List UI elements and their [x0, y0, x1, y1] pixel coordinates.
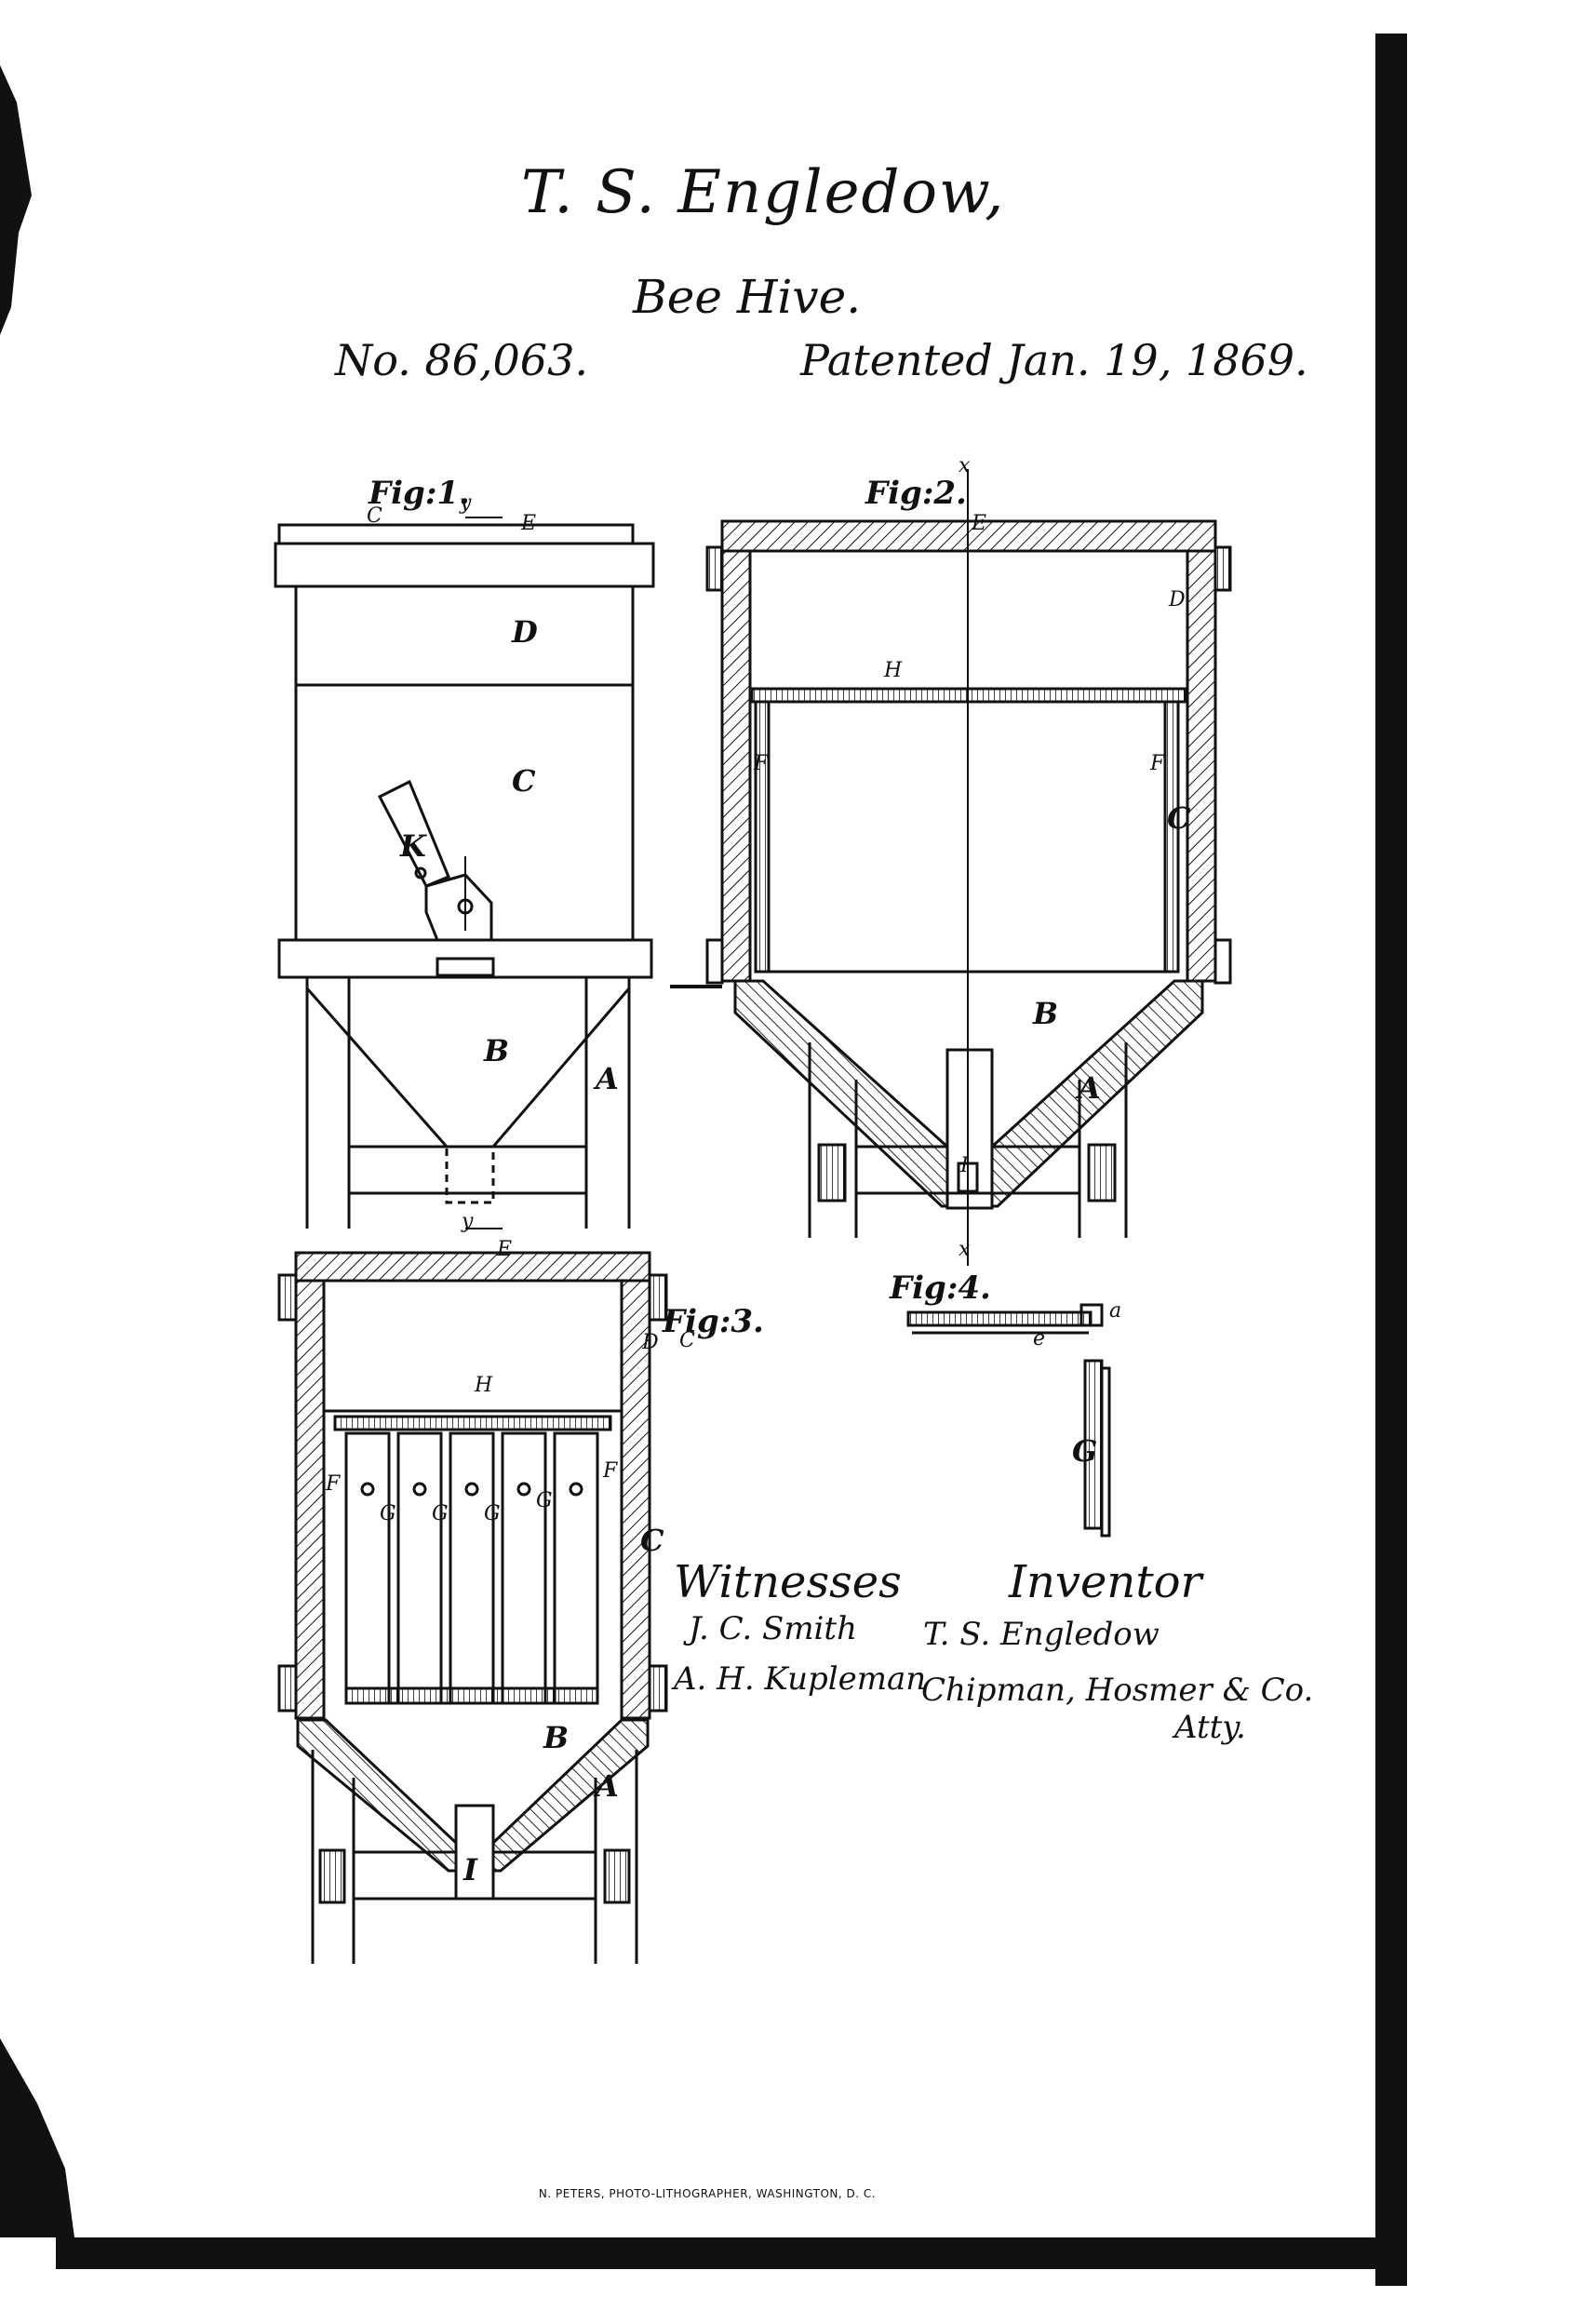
fig2-part-f-left: F	[754, 752, 769, 775]
fig4-part-a: a	[1109, 1299, 1122, 1323]
fig-3-label: Fig:3.	[663, 1303, 764, 1340]
fig2-section-mark-top: x	[959, 454, 971, 477]
fig2-part-h: H	[884, 659, 903, 682]
fig1-part-c-top: C	[367, 504, 382, 528]
fig-4-label: Fig:4.	[890, 1269, 991, 1307]
inventor-signature: T. S. Engledow	[923, 1616, 1160, 1653]
scan-artifact-left-bottom	[0, 2038, 74, 2237]
fig3-part-a: A	[596, 1768, 619, 1804]
fig3-part-i: I	[463, 1852, 477, 1887]
witness-signature-2: A. H. Kupleman	[674, 1660, 927, 1698]
fig1-part-c: C	[512, 763, 536, 799]
fig2-part-e: E	[972, 512, 987, 535]
fig1-section-mark-bottom: y	[462, 1210, 474, 1233]
figure-2-drawing	[670, 469, 1232, 1266]
fig4-part-g: G	[1072, 1433, 1098, 1469]
fig3-part-b: B	[543, 1720, 570, 1755]
fig2-section-mark-bottom: x	[959, 1238, 971, 1261]
attorneys-suffix: Atty.	[1174, 1709, 1246, 1746]
lithographer-credit: N. PETERS, PHOTO-LITHOGRAPHER, WASHINGTO…	[538, 2187, 877, 2200]
fig3-part-f-left: F	[326, 1472, 341, 1496]
fig2-part-c: C	[1167, 800, 1191, 836]
fig-2-label: Fig:2.	[865, 475, 967, 512]
fig2-part-b: B	[1033, 996, 1059, 1031]
fig-1-label: Fig:1.	[369, 475, 470, 512]
fig3-part-g-3: G	[484, 1502, 501, 1525]
scan-border-right	[1375, 34, 1407, 2286]
scan-border-bottom	[56, 2237, 1407, 2269]
fig3-part-g-2: G	[432, 1502, 449, 1525]
fig2-part-d: D	[1169, 588, 1186, 611]
fig2-part-a: A	[1078, 1070, 1101, 1106]
fig3-part-f-right: F	[603, 1459, 618, 1483]
fig4-part-e: e	[1033, 1327, 1046, 1350]
fig3-part-c-top: C	[679, 1329, 695, 1352]
fig3-part-e: E	[497, 1238, 513, 1261]
fig1-part-a: A	[596, 1061, 619, 1096]
witnesses-heading: Witnesses	[674, 1556, 902, 1608]
figure-4-drawing	[906, 1303, 1111, 1538]
fig3-part-g-4: G	[536, 1489, 553, 1512]
fig3-part-c: C	[640, 1523, 664, 1558]
inventor-name-heading: T. S. Engledow,	[521, 158, 1006, 227]
fig3-part-h: H	[475, 1374, 493, 1397]
inventor-heading: Inventor	[1009, 1556, 1202, 1608]
fig1-part-b: B	[484, 1033, 510, 1068]
figure-3-drawing	[277, 1251, 668, 1964]
patent-date: Patented Jan. 19, 1869.	[800, 335, 1308, 385]
fig1-part-e: E	[521, 512, 537, 535]
fig3-part-g-1: G	[380, 1502, 396, 1525]
attorneys-signature: Chipman, Hosmer & Co.	[921, 1672, 1314, 1709]
fig2-part-i: I	[960, 1154, 969, 1177]
fig1-part-d: D	[512, 614, 538, 650]
fig1-part-k: K	[400, 828, 426, 864]
fig1-section-mark-top: y	[460, 491, 472, 515]
witness-signature-1: J. C. Smith	[689, 1610, 857, 1647]
scan-artifact-left-top	[0, 65, 32, 335]
fig2-part-f-right: F	[1150, 752, 1165, 775]
invention-title: Bee Hive.	[633, 270, 862, 324]
fig3-part-d: D	[642, 1331, 659, 1354]
patent-number: No. 86,063.	[335, 335, 588, 385]
figure-1-drawing	[274, 517, 655, 1229]
